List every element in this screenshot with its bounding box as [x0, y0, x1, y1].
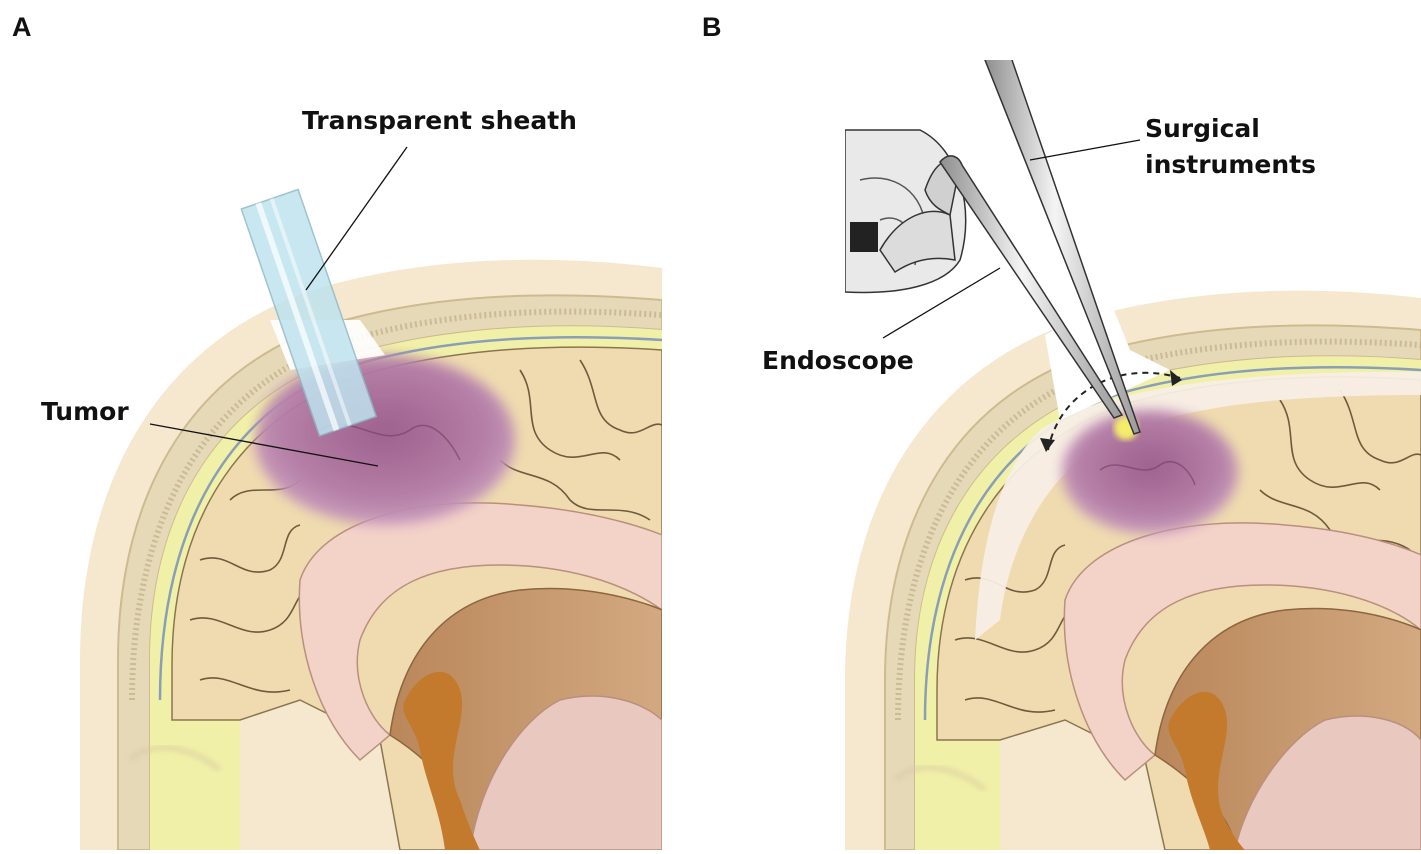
tumor-label: Tumor — [41, 397, 129, 426]
panel-a-letter: A — [12, 12, 32, 42]
surgical-instruments-label-line2: instruments — [1145, 150, 1316, 179]
panel-b-aqueduct — [1168, 691, 1245, 850]
tumor-leader-line — [149, 423, 379, 467]
endoscope-rod — [939, 155, 1124, 419]
panel-b-ventricle — [1063, 522, 1421, 782]
panel-a-tumor — [255, 355, 515, 525]
panel-b-tumor — [1062, 410, 1238, 534]
panel-a-ventricle — [298, 502, 662, 762]
panel-b-illustration — [845, 60, 1421, 850]
panel-a-aqueduct — [403, 671, 480, 850]
panel-b-dura — [915, 356, 1421, 850]
instruments-leader-line — [1029, 139, 1141, 161]
transparent-sheath-label: Transparent sheath — [302, 106, 577, 135]
transparent-sheath — [240, 188, 378, 437]
panel-a-dura — [150, 326, 662, 850]
surgical-instrument — [984, 60, 1141, 435]
endoscope-holder — [845, 129, 967, 294]
surgical-instruments-label-line1: Surgical — [1145, 114, 1260, 143]
panel-b-motion-arrow — [1047, 371, 1181, 451]
endoscope-leader-line — [882, 267, 1001, 339]
panel-b-letter: B — [702, 12, 722, 42]
endoscope-label: Endoscope — [762, 346, 914, 375]
panel-a-illustration — [80, 60, 662, 850]
sheath-leader-line — [305, 146, 408, 291]
